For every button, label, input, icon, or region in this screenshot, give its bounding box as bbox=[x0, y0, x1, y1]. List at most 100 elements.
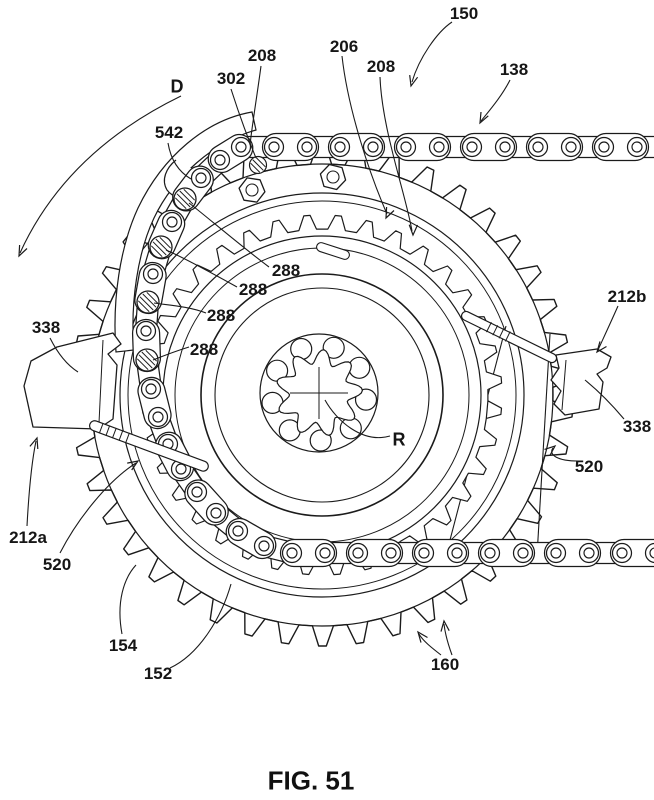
chain-roller-pin bbox=[433, 141, 445, 153]
face-circle bbox=[127, 200, 517, 590]
chain-roller-288 bbox=[149, 235, 173, 259]
chain-roller-pin bbox=[598, 141, 610, 153]
center-crosshair bbox=[290, 367, 348, 419]
leader-arrowhead bbox=[596, 341, 607, 354]
rod-hatch bbox=[125, 432, 130, 444]
chain-roller-pin bbox=[286, 547, 298, 559]
chain-roller-pin bbox=[258, 540, 270, 552]
spring-rod-left bbox=[89, 420, 209, 472]
chain-roller-pin bbox=[484, 547, 496, 559]
chain-roller-pin bbox=[301, 141, 313, 153]
chain-roller-pin bbox=[152, 411, 164, 423]
chain-roller-pin bbox=[565, 141, 577, 153]
leader-520-right bbox=[551, 447, 579, 462]
chain-roller-pin bbox=[499, 141, 511, 153]
chain-roller-pin bbox=[352, 547, 364, 559]
nut-bore bbox=[326, 170, 340, 184]
leader-arrowhead bbox=[409, 75, 419, 88]
roller-hatch bbox=[174, 197, 187, 210]
roller-hatch bbox=[141, 351, 156, 366]
chain-roller-pin bbox=[166, 216, 178, 228]
leader-288-1 bbox=[188, 202, 270, 268]
rod-hatch bbox=[486, 321, 492, 333]
leader-542 bbox=[167, 142, 192, 180]
chain-roller-288 bbox=[135, 348, 159, 372]
leader-R bbox=[324, 399, 391, 439]
plate-left-edge-line bbox=[98, 339, 104, 424]
chain-roller-pin bbox=[235, 141, 247, 153]
chain-roller-pin bbox=[616, 547, 628, 559]
leader-arrowhead bbox=[544, 444, 557, 456]
leader-212a bbox=[26, 440, 37, 527]
roller-hatch bbox=[137, 300, 150, 313]
leader-520-left bbox=[59, 462, 137, 554]
chain-roller-pin bbox=[385, 547, 397, 559]
chain-roller-pin bbox=[214, 154, 226, 166]
chain-roller-pin bbox=[334, 141, 346, 153]
face-circle bbox=[119, 192, 525, 598]
rod-hatch bbox=[492, 325, 499, 336]
bolt-hole bbox=[348, 356, 371, 379]
rod-hatch bbox=[504, 331, 511, 342]
roller-hatch bbox=[138, 354, 153, 369]
roller-hatch bbox=[159, 236, 172, 249]
roller-hatch bbox=[146, 291, 159, 304]
hub-circle bbox=[214, 287, 430, 503]
leader-160-b bbox=[443, 623, 453, 656]
leader-154 bbox=[119, 564, 137, 635]
rod-hatch bbox=[105, 425, 111, 436]
chain-roller-pin bbox=[550, 547, 562, 559]
leader-arrowhead bbox=[417, 630, 428, 643]
leader-arrowhead bbox=[385, 206, 395, 220]
chain-roller-288 bbox=[136, 290, 160, 314]
catcher-plate-left bbox=[23, 332, 122, 430]
leader-150 bbox=[411, 21, 453, 83]
chain-roller-pin bbox=[532, 141, 544, 153]
roller-hatch bbox=[176, 193, 191, 208]
chain-roller-pin bbox=[268, 141, 280, 153]
chain-roller-pin bbox=[631, 141, 643, 153]
chain-roller-pin bbox=[191, 486, 203, 498]
leader-arrowhead bbox=[408, 224, 419, 237]
chain-roller-pin bbox=[319, 547, 331, 559]
sprocket-face-edge bbox=[536, 333, 551, 557]
bolt-hole bbox=[309, 429, 332, 452]
chain-roller-pin bbox=[418, 547, 430, 559]
roller-hatch bbox=[152, 241, 167, 256]
leader-338-left bbox=[49, 337, 79, 373]
guide-pin-hatch bbox=[255, 157, 266, 168]
roller-hatch bbox=[136, 358, 149, 371]
chain-roller-pin bbox=[466, 141, 478, 153]
leader-288-3 bbox=[153, 302, 207, 314]
nut-bore bbox=[245, 183, 259, 197]
leader-288-2 bbox=[165, 249, 238, 288]
guide-pin-hatch bbox=[252, 159, 264, 171]
guide-pin-hatch bbox=[250, 162, 261, 173]
chain-roller-pin bbox=[147, 268, 159, 280]
leader-160-a bbox=[418, 633, 442, 656]
chain-roller-pin bbox=[649, 547, 654, 559]
rod-hatch bbox=[98, 422, 104, 434]
leader-arrowhead bbox=[479, 111, 489, 125]
leader-arrowhead bbox=[29, 436, 39, 450]
rod-hatch bbox=[111, 427, 117, 439]
bolt-hole bbox=[322, 336, 345, 359]
leader-208-upper bbox=[249, 65, 262, 146]
roller-hatch bbox=[179, 190, 194, 205]
roller-hatch bbox=[142, 293, 157, 308]
chain-roller-pin bbox=[367, 141, 379, 153]
chain-roller-pin bbox=[400, 141, 412, 153]
bolt-hole bbox=[354, 388, 378, 411]
leader-208-right bbox=[379, 76, 413, 232]
roller-hatch bbox=[183, 188, 196, 201]
chain-roller-pin bbox=[145, 383, 157, 395]
plate-right-edge-line bbox=[561, 359, 567, 411]
arrow-D bbox=[19, 95, 182, 254]
chain-roller-pin bbox=[232, 525, 244, 537]
roller-hatch bbox=[139, 296, 154, 311]
leader-302 bbox=[230, 88, 257, 159]
leader-arrowhead bbox=[18, 244, 28, 258]
chain-roller-pin bbox=[175, 463, 187, 475]
